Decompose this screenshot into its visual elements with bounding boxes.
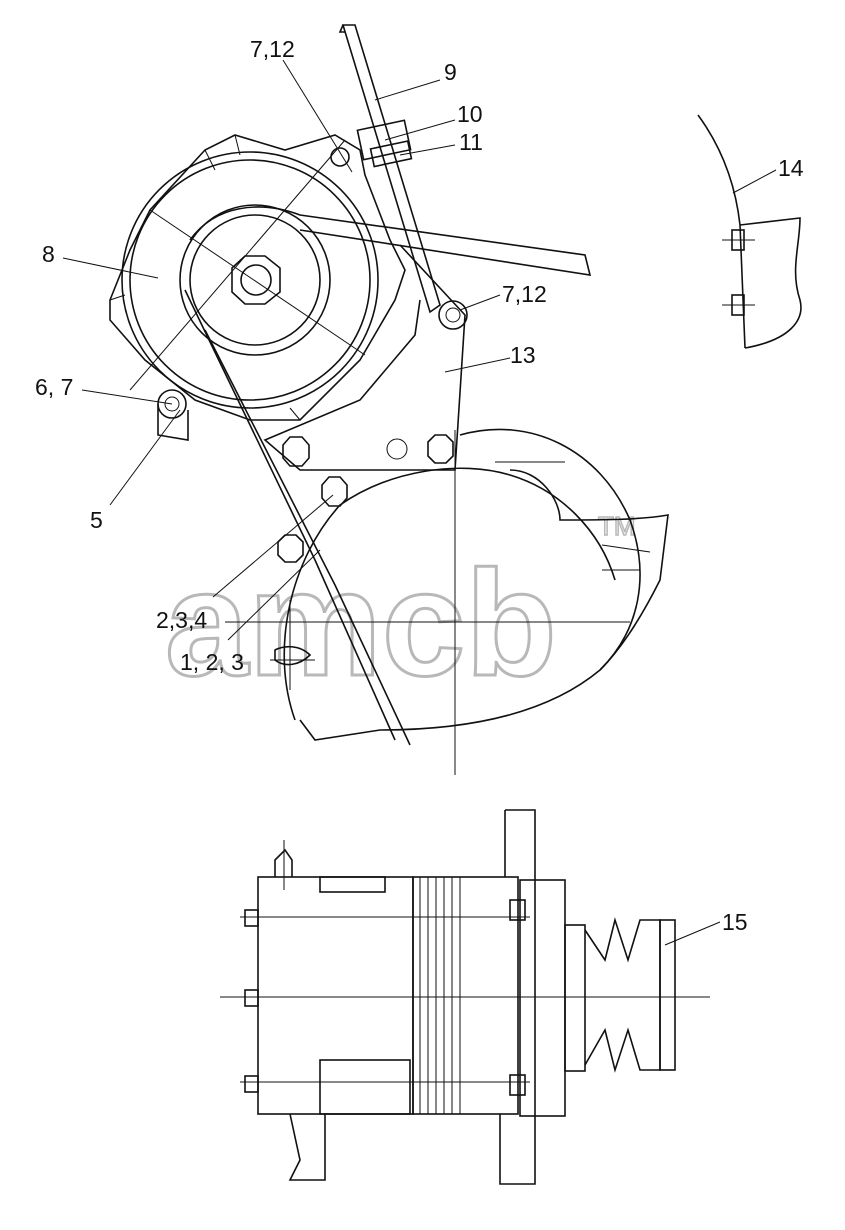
callout-label: 11: [459, 129, 483, 155]
callout-label: 2,3,4: [156, 607, 207, 633]
callout-label: 9: [444, 59, 457, 85]
watermark-logo-text: amcb: [165, 539, 557, 707]
callout-label: 10: [457, 101, 483, 127]
watermark-tm: TM: [598, 511, 636, 541]
alternator-side-view: [220, 809, 710, 1185]
callout-label: 15: [722, 909, 748, 935]
callout-label: 7,12: [250, 36, 295, 62]
alternator-front-view: [109, 24, 669, 775]
watermark: amcb TM: [164, 510, 637, 708]
callout-label: 14: [778, 155, 804, 181]
leader-lines: [62, 59, 777, 946]
callout-label: 5: [90, 507, 103, 533]
callout-label: 1, 2, 3: [180, 649, 244, 675]
callout-label: 6, 7: [35, 374, 73, 400]
callouts: 7,12 9 10 11 14 8 7,12 13 6, 7 5 2,3,4 1…: [35, 36, 804, 935]
detail-14-view: [697, 114, 802, 349]
callout-label: 13: [510, 342, 536, 368]
callout-label: 7,12: [502, 281, 547, 307]
callout-label: 8: [42, 241, 55, 267]
